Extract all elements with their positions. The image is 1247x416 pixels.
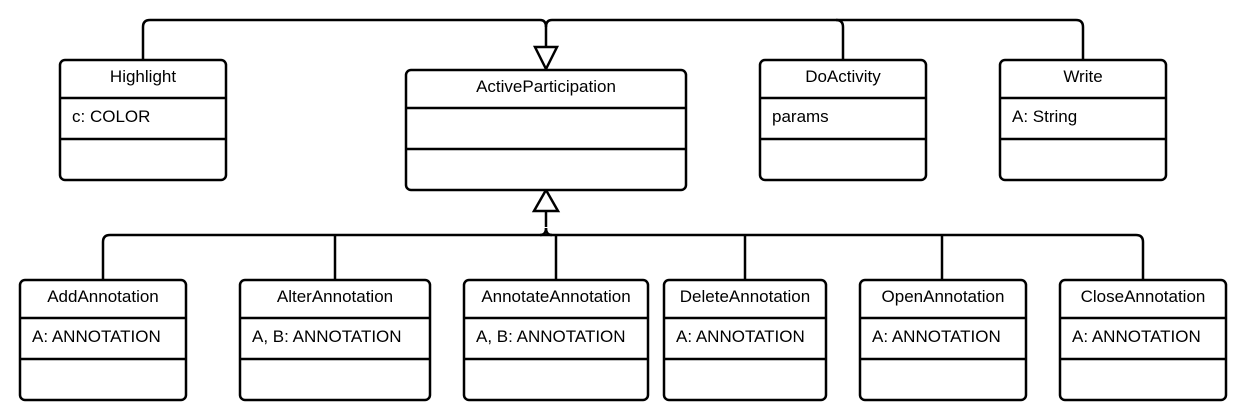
class-name: Write (1063, 67, 1102, 86)
bottom-inheritance-connectors (101, 187, 1145, 280)
connector-doactivity (544, 18, 845, 60)
class-name: AlterAnnotation (277, 287, 393, 306)
inheritance-arrow-bottom (531, 187, 561, 213)
class-name: CloseAnnotation (1081, 287, 1206, 306)
class-box (758, 58, 928, 182)
class-name: Highlight (110, 67, 176, 86)
class-box (1058, 278, 1228, 402)
class-box (462, 278, 650, 402)
class-attribute: A: ANNOTATION (676, 327, 805, 346)
class-attribute: A: ANNOTATION (872, 327, 1001, 346)
class-attribute: A: ANNOTATION (32, 327, 161, 346)
class-box (18, 278, 188, 402)
class-attribute: A, B: ANNOTATION (476, 327, 626, 346)
class-attribute: c: COLOR (72, 107, 150, 126)
class-box (998, 58, 1168, 182)
class-box (404, 68, 688, 192)
connector-write (836, 18, 1085, 60)
class-box (58, 58, 228, 182)
class-name: DoActivity (805, 67, 881, 86)
class-doactivity[interactable]: DoActivity params (758, 58, 928, 182)
class-attribute: params (772, 107, 829, 126)
connector-join-right (544, 227, 553, 237)
class-name: OpenAnnotation (882, 287, 1005, 306)
class-closeannotation[interactable]: CloseAnnotation A: ANNOTATION (1058, 278, 1228, 402)
class-alterannotation[interactable]: AlterAnnotation A, B: ANNOTATION (238, 278, 432, 402)
class-attribute: A: String (1012, 107, 1077, 126)
class-attribute: A: ANNOTATION (1072, 327, 1201, 346)
class-addannotation[interactable]: AddAnnotation A: ANNOTATION (18, 278, 188, 402)
class-box (662, 278, 828, 402)
class-name: DeleteAnnotation (680, 287, 810, 306)
class-write[interactable]: Write A: String (998, 58, 1168, 182)
top-inheritance-connectors (141, 18, 1085, 72)
class-annotateannotation[interactable]: AnnotateAnnotation A, B: ANNOTATION (462, 278, 650, 402)
class-box (238, 278, 432, 402)
class-name: ActiveParticipation (476, 77, 616, 96)
inheritance-arrow-top (532, 45, 560, 72)
connector-highlight (141, 18, 548, 60)
class-activeparticipation[interactable]: ActiveParticipation (404, 68, 688, 192)
class-highlight[interactable]: Highlight c: COLOR (58, 58, 228, 182)
connector-bus-bottom (101, 233, 1145, 280)
class-attribute: A, B: ANNOTATION (252, 327, 402, 346)
class-openannotation[interactable]: OpenAnnotation A: ANNOTATION (858, 278, 1028, 402)
class-name: AnnotateAnnotation (481, 287, 630, 306)
class-box (858, 278, 1028, 402)
class-deleteannotation[interactable]: DeleteAnnotation A: ANNOTATION (662, 278, 828, 402)
class-name: AddAnnotation (47, 287, 159, 306)
